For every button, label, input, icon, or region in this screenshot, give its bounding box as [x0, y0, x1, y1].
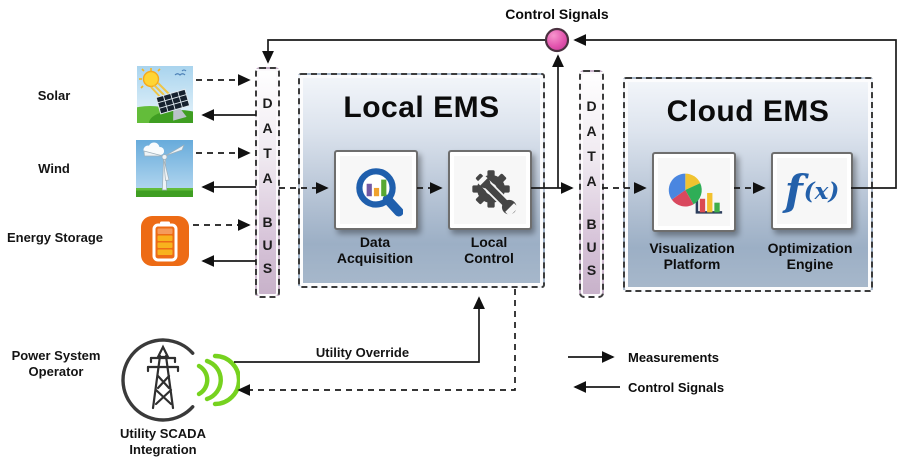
wireless-signal-icon	[196, 353, 240, 407]
function-x-text: (x)	[803, 177, 840, 205]
control-signal-node	[544, 27, 570, 53]
utility-override-label: Utility Override	[315, 345, 410, 360]
line-node-to-left-bus	[262, 39, 546, 64]
data-bus-right: D A T A B U S	[579, 70, 604, 298]
bus-letter: S	[262, 260, 273, 276]
arrow-ems-to-scada	[237, 289, 516, 396]
bus-letter: A	[262, 170, 273, 186]
bus-letter: A	[586, 123, 597, 139]
legend-control-signals-label: Control Signals	[628, 380, 725, 395]
label-utility-scada-integration: Utility SCADA Integration	[120, 426, 206, 457]
optimization-engine-label: Optimization Engine	[767, 240, 853, 272]
utility-scada-icon	[121, 338, 240, 422]
bus-letter: A	[262, 120, 273, 136]
visualization-platform-module	[652, 152, 736, 232]
bus-letter: A	[586, 173, 597, 189]
local-control-label: Local Control	[464, 234, 514, 266]
bus-letter: D	[262, 95, 273, 111]
data-bus-left: D A T A B U S	[255, 67, 280, 298]
gear-wrench-icon	[472, 170, 517, 217]
transmission-tower-icon	[146, 344, 180, 410]
bus-letter: B	[586, 216, 597, 232]
bus-letter: T	[263, 145, 272, 161]
visualization-platform-label: Visualization Platform	[649, 240, 735, 272]
label-solar: Solar	[37, 88, 71, 103]
pie-bar-chart-icon	[668, 173, 723, 214]
label-energy-storage: Energy Storage	[6, 230, 104, 245]
wind-turbine-icon	[136, 140, 193, 197]
bus-letter: U	[586, 239, 597, 255]
label-power-system-operator: Power System Operator	[11, 348, 101, 379]
label-wind: Wind	[38, 161, 70, 176]
local-ems-title: Local EMS	[343, 91, 500, 124]
bus-letter: B	[262, 214, 273, 230]
local-control-module	[448, 150, 532, 230]
legend-measurements-label: Measurements	[628, 350, 720, 365]
control-signals-title: Control Signals	[505, 6, 609, 22]
data-acquisition-module	[334, 150, 418, 230]
function-icon: f (x)	[785, 170, 840, 212]
function-f-text: f	[784, 166, 803, 215]
bus-letter: D	[586, 98, 597, 114]
magnifier-chart-icon	[356, 168, 403, 217]
bus-letter: U	[262, 237, 273, 253]
bus-letter: S	[586, 262, 597, 278]
data-acquisition-label: Data Acquisition	[336, 234, 414, 266]
battery-icon	[141, 216, 189, 266]
bus-letter: T	[587, 148, 596, 164]
solar-panel-icon	[137, 66, 193, 123]
optimization-engine-module: f (x)	[771, 152, 853, 230]
cloud-ems-title: Cloud EMS	[666, 95, 830, 128]
